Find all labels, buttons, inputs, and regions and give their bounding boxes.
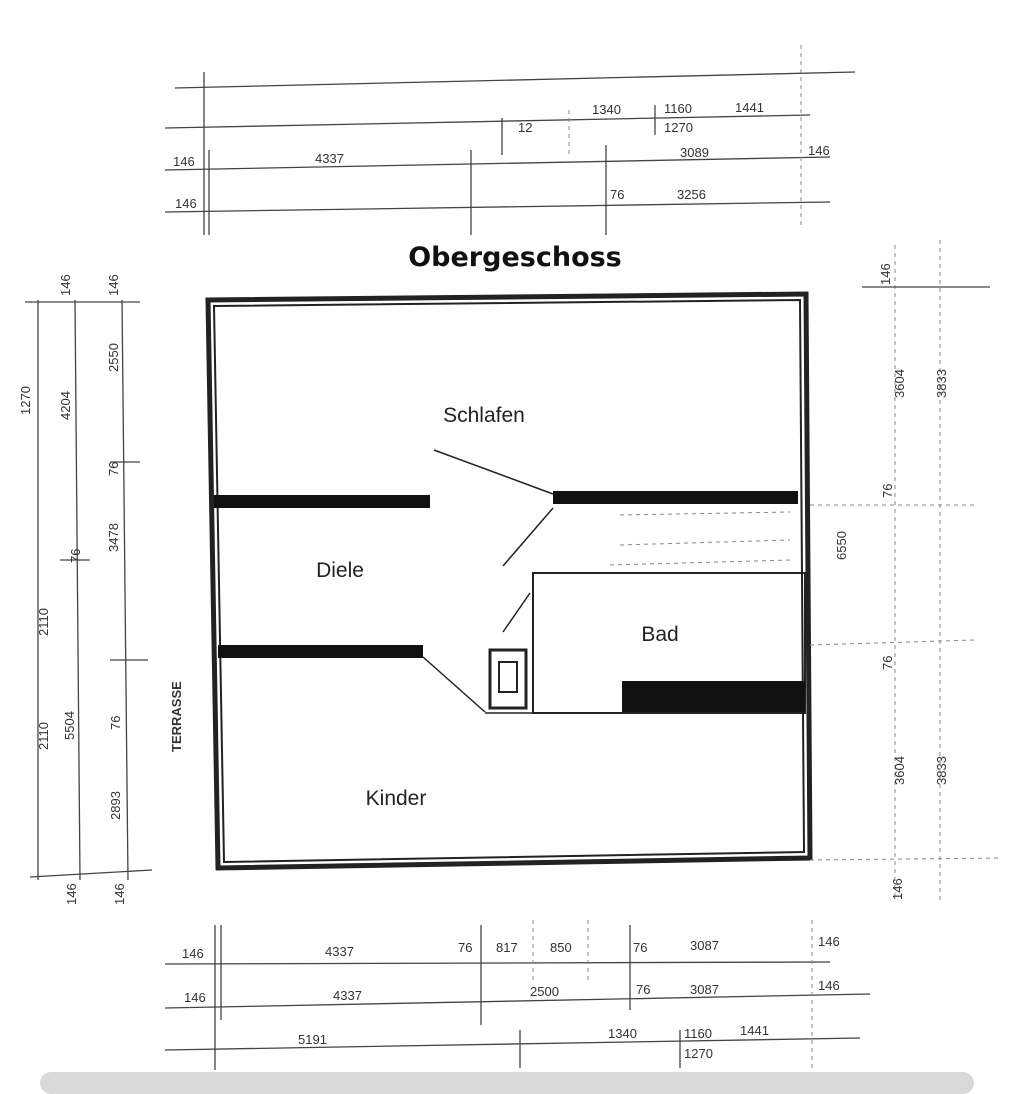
dim-label: 76 — [880, 484, 895, 498]
dim-label: 76 — [610, 187, 624, 202]
dim-label: 3833 — [934, 369, 949, 398]
room-label-bad: Bad — [641, 623, 678, 646]
dim-label: 76 — [458, 940, 472, 955]
dim-label: 1340 — [592, 102, 621, 117]
dim-label: 146 — [58, 274, 73, 296]
walls — [205, 291, 813, 871]
dim-label: 3087 — [690, 938, 719, 953]
room-label-kinder: Kinder — [366, 787, 427, 810]
dim-label: 76 — [636, 982, 650, 997]
dim-label: 3478 — [106, 523, 121, 552]
dim-label: 4337 — [315, 151, 344, 166]
dim-label: 146 — [808, 143, 830, 158]
dim-label: 5504 — [62, 711, 77, 740]
left-dimensions: 146 146 4204 2550 1270 76 3478 76 2110 5… — [18, 274, 153, 905]
dim-label: 1270 — [18, 386, 33, 415]
dim-label: 817 — [496, 940, 518, 955]
room-label-schlafen: Schlafen — [443, 404, 525, 427]
dim-label: 3256 — [677, 187, 706, 202]
dim-label: 146 — [818, 978, 840, 993]
dim-label: 2893 — [108, 791, 123, 820]
dim-label: 4337 — [325, 944, 354, 959]
dim-label: 6550 — [834, 531, 849, 560]
dim-label: 76 — [880, 656, 895, 670]
dim-label: 146 — [173, 154, 195, 169]
dim-label: 1441 — [740, 1023, 769, 1038]
dim-label: 850 — [550, 940, 572, 955]
dim-label: 146 — [818, 934, 840, 949]
dim-label: 76 — [68, 549, 83, 563]
dim-label: 1441 — [735, 100, 764, 115]
dim-label: 1160 — [664, 101, 692, 116]
dim-label: 3604 — [892, 369, 907, 398]
top-dimensions: 1340 1160 1270 1441 12 146 4337 3089 146… — [164, 45, 856, 235]
dim-label: 1160 — [684, 1026, 712, 1041]
dim-label: 146 — [106, 274, 121, 296]
dim-label: 146 — [878, 263, 893, 285]
dim-label: 3604 — [892, 756, 907, 785]
room-label-diele: Diele — [316, 559, 364, 582]
dim-label: 3833 — [934, 756, 949, 785]
dim-label: 12 — [518, 120, 532, 135]
dim-label: 1270 — [684, 1046, 713, 1061]
page-title: Obergeschoss — [408, 242, 622, 273]
dim-label: 2500 — [530, 984, 559, 999]
dim-label: 146 — [175, 196, 197, 211]
dim-label: 146 — [64, 883, 79, 905]
right-dimensions: 146 3604 3833 76 6550 76 3604 3833 146 — [809, 240, 1001, 900]
dim-label: 146 — [890, 878, 905, 900]
dim-label: 4337 — [333, 988, 362, 1003]
dim-label: 1270 — [664, 120, 693, 135]
dim-label: 76 — [633, 940, 647, 955]
dim-label: 146 — [112, 883, 127, 905]
dim-label: 3089 — [680, 145, 709, 160]
dim-label: 146 — [184, 990, 206, 1005]
dim-label: 76 — [106, 462, 121, 476]
dim-label: 1340 — [608, 1026, 637, 1041]
bottom-dimensions: 146 4337 76 817 850 76 3087 146 146 4337… — [164, 920, 871, 1070]
dim-label: 5191 — [298, 1032, 327, 1047]
dim-label: 2110 — [36, 722, 51, 750]
dim-label: 4204 — [58, 391, 73, 420]
dim-label: 146 — [182, 946, 204, 961]
dim-label: 2110 — [36, 608, 51, 636]
bottom-sheet-handle — [40, 1072, 974, 1094]
dim-label: 3087 — [690, 982, 719, 997]
terrasse-label: TERRASSE — [169, 681, 184, 752]
dim-label: 76 — [108, 716, 123, 730]
dim-label: 2550 — [106, 343, 121, 372]
